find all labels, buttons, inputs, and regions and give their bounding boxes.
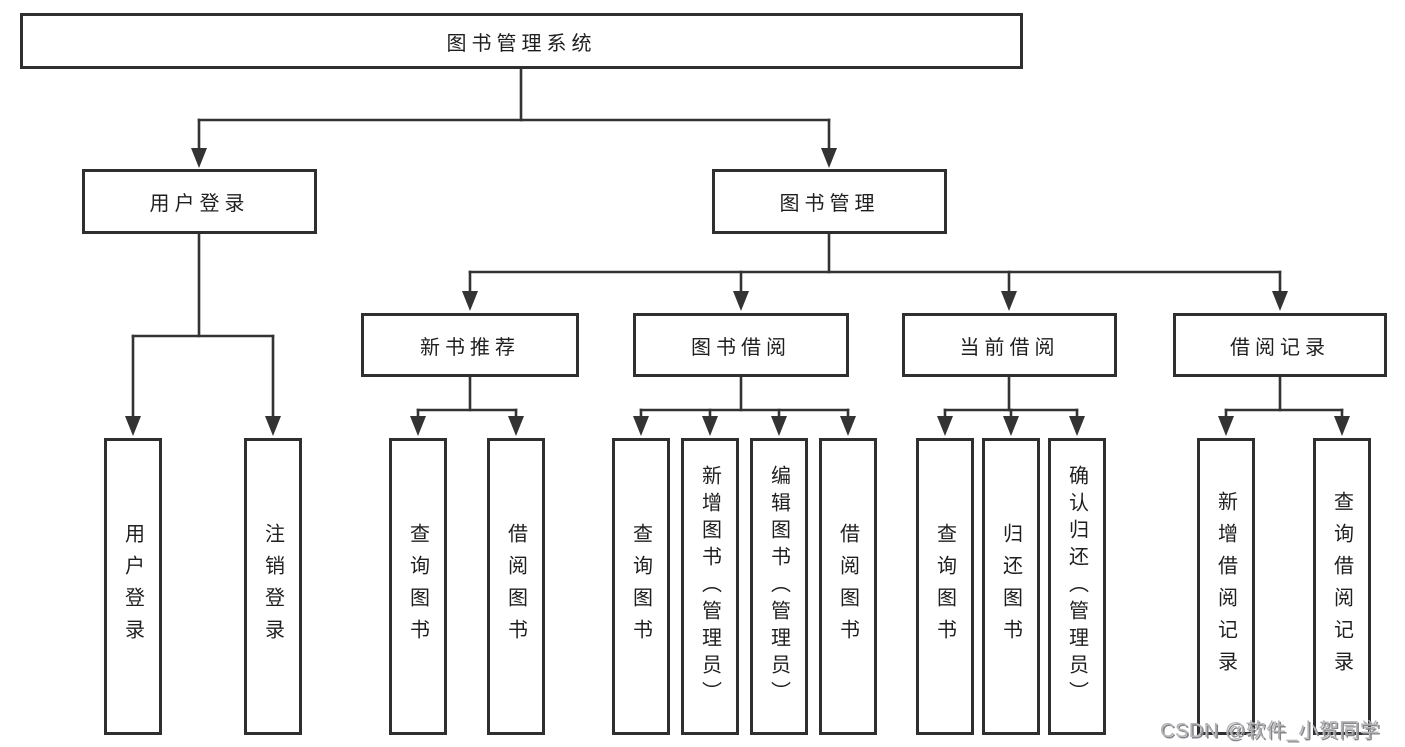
leaf-logout-label: 注销登录 [261,522,284,651]
leaf-user-login-label: 用户登录 [121,522,144,651]
node-system-root-label: 图书管理系统 [446,32,597,55]
node-book-borrow-label: 图书借阅 [691,336,791,359]
leaf-return-book: 归还图书 [982,438,1040,735]
node-user-login: 用户登录 [82,169,317,234]
node-new-book-recommend: 新书推荐 [361,313,579,377]
node-current-borrow-label: 当前借阅 [959,336,1060,359]
csdn-watermark: CSDN @软件_小贺同学 [1160,720,1381,742]
leaf-borrow-book-2: 借阅图书 [819,438,877,735]
node-book-borrow: 图书借阅 [633,313,849,377]
leaf-query-book-2: 查询图书 [612,438,670,735]
leaf-edit-book-admin: 编辑图书（管理员） [750,438,808,735]
leaf-borrow-book-1: 借阅图书 [487,438,545,735]
node-book-management: 图书管理 [712,169,947,234]
node-current-borrow: 当前借阅 [902,313,1117,377]
node-system-root: 图书管理系统 [20,13,1023,69]
node-book-management-label: 图书管理 [779,193,880,215]
leaf-add-borrow-record: 新增借阅记录 [1197,438,1255,735]
leaf-logout: 注销登录 [244,438,302,735]
leaf-query-borrow-record-label: 查询借阅记录 [1330,490,1353,683]
leaf-add-book-admin: 新增图书（管理员） [681,438,739,735]
leaf-query-book-3-label: 查询图书 [933,522,956,651]
leaf-confirm-return-admin: 确认归还（管理员） [1048,438,1106,735]
leaf-borrow-book-2-label: 借阅图书 [836,522,859,651]
leaf-query-book-2-label: 查询图书 [629,522,652,651]
leaf-user-login: 用户登录 [104,438,162,735]
node-new-book-recommend-label: 新书推荐 [420,336,520,359]
leaf-add-borrow-record-label: 新增借阅记录 [1214,490,1237,683]
leaf-edit-book-admin-label: 编辑图书（管理员） [767,465,790,708]
leaf-confirm-return-admin-label: 确认归还（管理员） [1065,465,1088,708]
node-borrow-records-label: 借阅记录 [1230,336,1330,359]
leaf-query-borrow-record: 查询借阅记录 [1313,438,1371,735]
node-user-login-label: 用户登录 [149,193,250,215]
node-borrow-records: 借阅记录 [1173,313,1387,377]
leaf-return-book-label: 归还图书 [999,522,1022,651]
leaf-borrow-book-1-label: 借阅图书 [504,522,527,651]
leaf-query-book-1-label: 查询图书 [406,522,429,651]
leaf-add-book-admin-label: 新增图书（管理员） [698,465,721,708]
leaf-query-book-1: 查询图书 [389,438,447,735]
leaf-query-book-3: 查询图书 [916,438,974,735]
